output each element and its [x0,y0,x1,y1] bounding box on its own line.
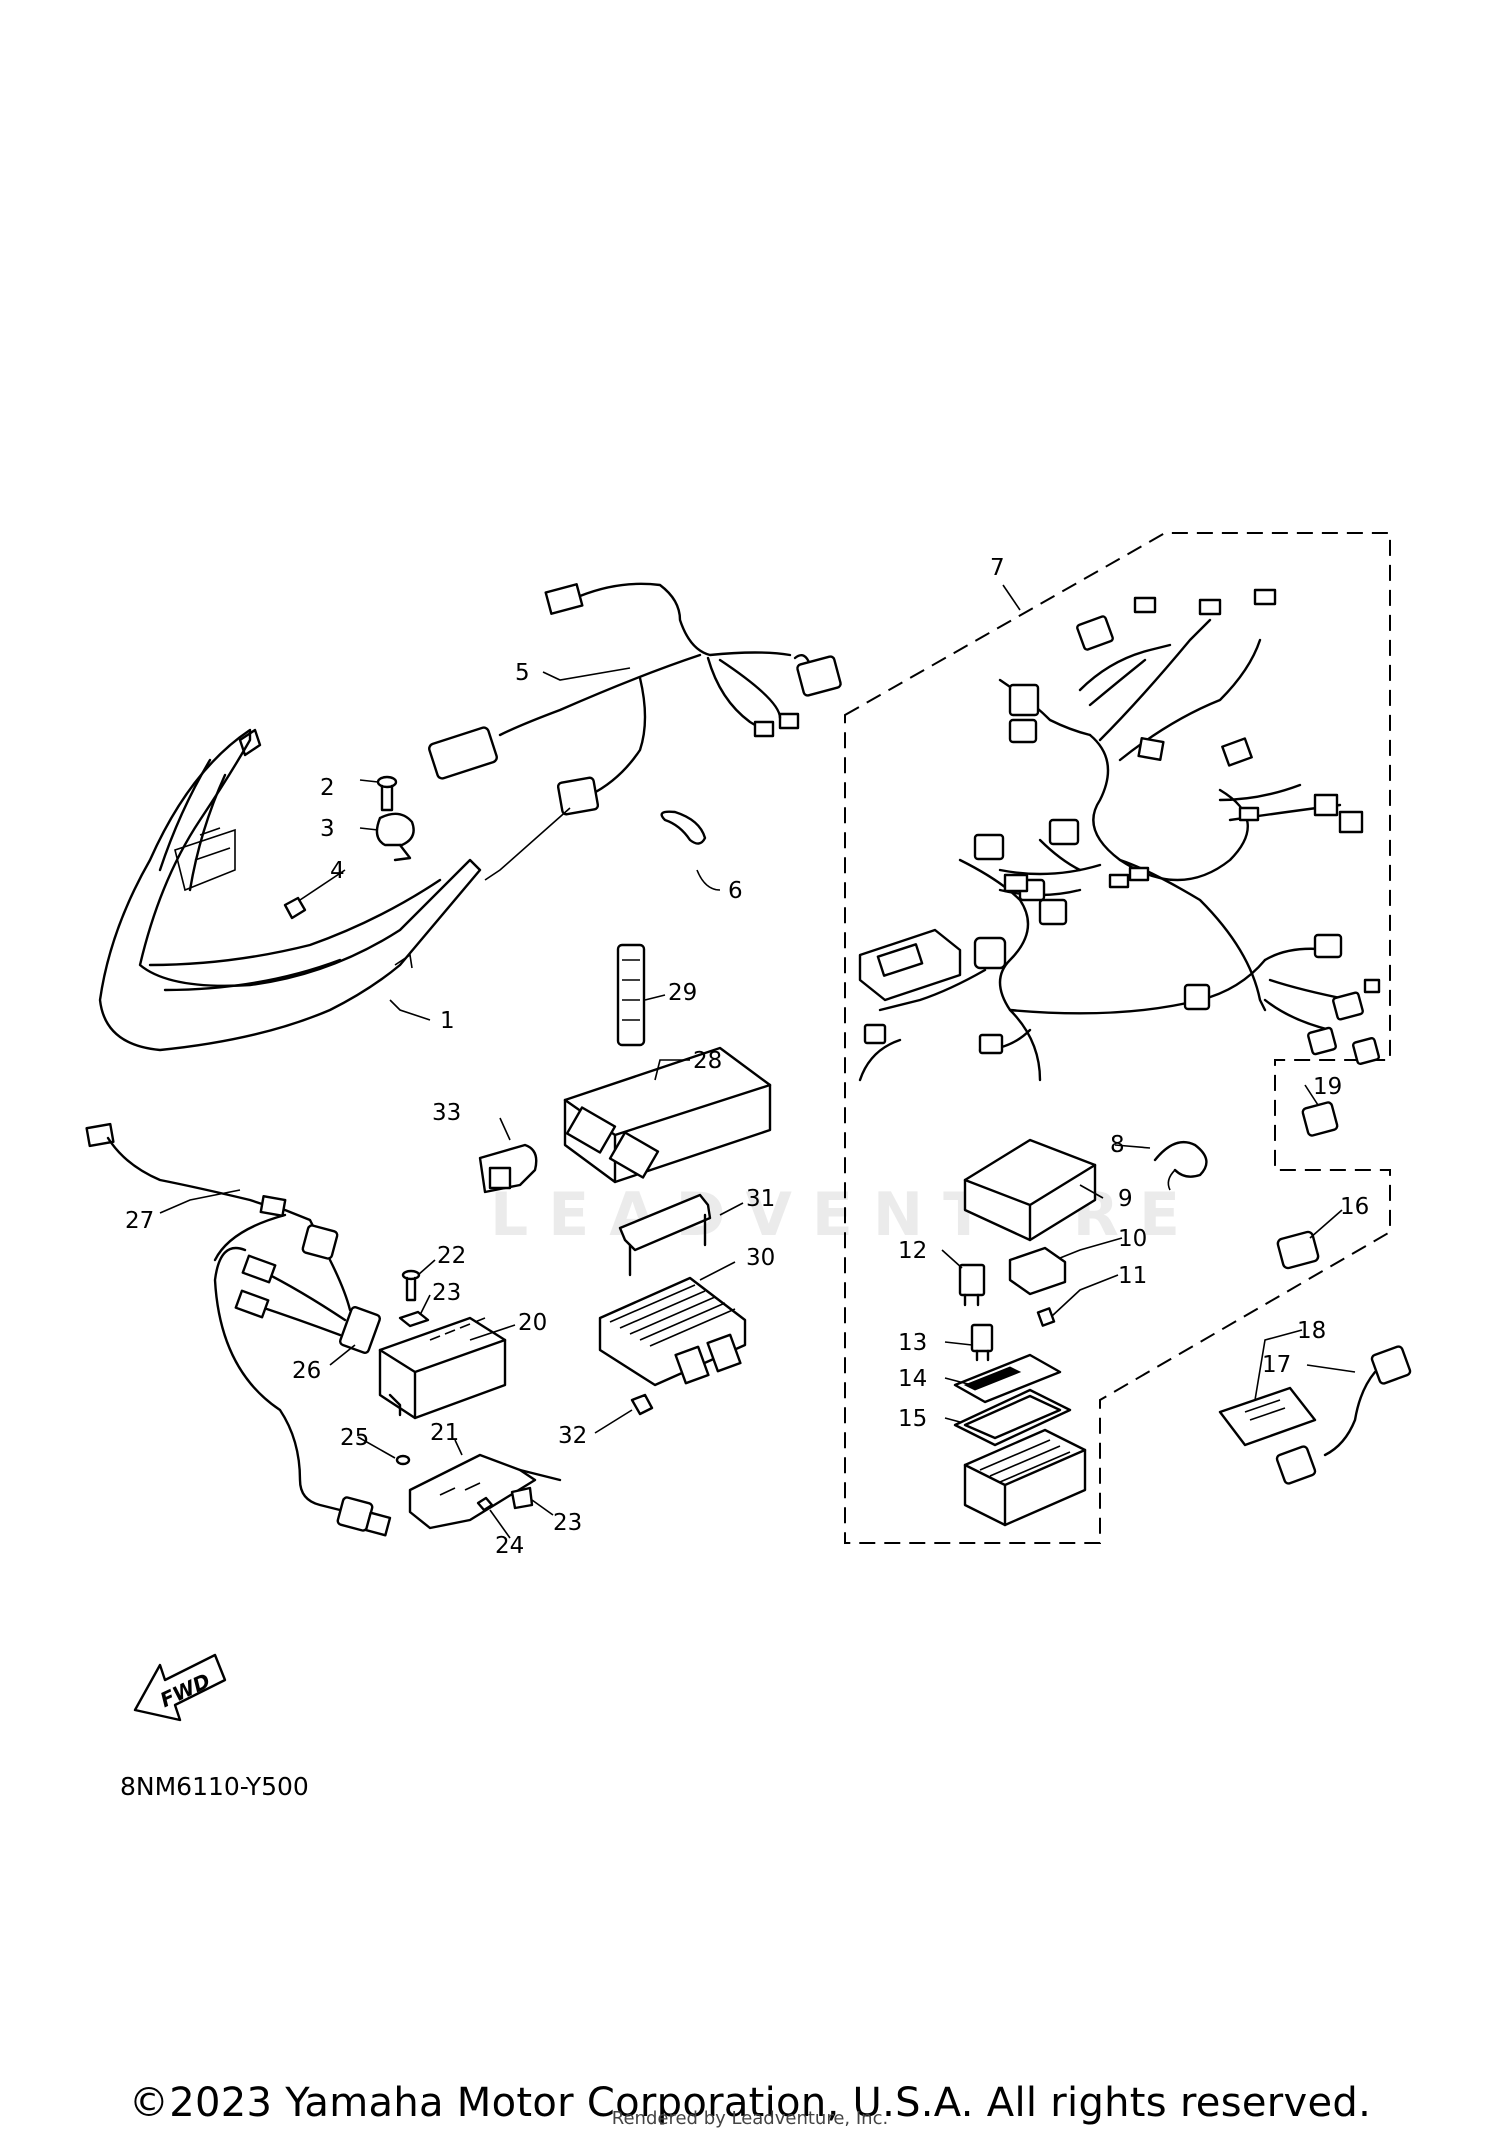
fuse-plate-14 [953,1353,1062,1404]
callout-29: 29 [668,980,697,1006]
connector-16 [1276,1230,1320,1270]
nut-24 [476,1496,494,1512]
callout-20: 20 [518,1310,547,1336]
leader-lines [159,584,1356,1539]
fuse-box-cover-9 [963,1138,1097,1242]
strap-29 [616,943,646,1047]
callout-33: 33 [432,1100,461,1126]
callout-15: 15 [898,1406,927,1432]
callout-22: 22 [437,1243,466,1269]
rendered-by: Rendered by Leadventure, Inc. [611,2108,889,2129]
callout-26: 26 [292,1358,321,1384]
callout-24: 24 [495,1533,524,1559]
callout-12: 12 [898,1238,927,1264]
lead-wire-27 [85,1122,287,1217]
bolt-22 [401,1269,421,1302]
callout-7: 7 [990,555,1005,581]
callout-28: 28 [693,1048,722,1074]
callout-10: 10 [1118,1226,1147,1252]
fuse-10 [1008,1246,1067,1296]
callout-2: 2 [320,775,335,801]
callout-18: 18 [1297,1318,1326,1344]
callout-9: 9 [1118,1186,1133,1212]
connector-19 [1301,1101,1339,1137]
rectifier-30 [598,1276,747,1387]
callout-6: 6 [728,878,743,904]
callout-14: 14 [898,1366,927,1392]
bolt-2 [376,775,398,812]
callout-21: 21 [430,1420,459,1446]
callout-23-bottom: 23 [553,1510,582,1536]
callout-27: 27 [125,1208,154,1234]
ecu-28 [563,1046,772,1184]
callout-25: 25 [340,1425,369,1451]
callout-11: 11 [1118,1263,1147,1289]
callout-16: 16 [1340,1194,1369,1220]
seal-15 [953,1388,1072,1447]
fuse-box-base [963,1428,1087,1527]
diagram-code: 8NM6110-Y500 [120,1772,309,1801]
callout-23-top: 23 [432,1280,461,1306]
callout-1: 1 [440,1008,455,1034]
callout-13: 13 [898,1330,927,1356]
bracket-21 [408,1453,562,1530]
sub-harness-5 [428,582,842,881]
callout-3: 3 [320,816,335,842]
relay-13 [970,1323,994,1362]
callout-32: 32 [558,1423,587,1449]
clamp-3 [375,812,415,862]
strap-8 [1153,1140,1208,1191]
clip-23-bottom [510,1486,534,1510]
callout-19: 19 [1313,1074,1342,1100]
module-20 [378,1316,507,1420]
bracket-31 [618,1193,712,1277]
callout-5: 5 [515,660,530,686]
callout-4: 4 [330,858,345,884]
headlight-cowl [98,728,482,1052]
nut-32 [630,1393,654,1416]
callout-labels: 1 2 3 4 5 6 7 8 9 10 11 12 13 14 15 16 1… [125,555,1369,1559]
grommet-23-top [398,1310,430,1328]
copyright-notice: ©2023 Yamaha Motor Corporation, U.S.A. A… [128,2080,1372,2126]
fwd-arrow-icon: FWD [133,1653,227,1722]
callout-17: 17 [1262,1352,1291,1378]
callout-31: 31 [746,1186,775,1212]
main-harness-7 [858,588,1381,1082]
callout-8: 8 [1110,1132,1125,1158]
label-sheet-18 [1218,1386,1317,1447]
band-6 [660,810,707,845]
adapter-lead-17 [1275,1345,1412,1485]
kit-outline [844,532,1391,1544]
relay-12 [958,1263,986,1307]
screw-25 [395,1454,411,1466]
fuse-11 [1036,1307,1056,1327]
sensor-33 [478,1143,538,1194]
nut-4 [283,896,307,920]
callout-30: 30 [746,1245,775,1271]
sub-harness-26 [213,1208,392,1537]
